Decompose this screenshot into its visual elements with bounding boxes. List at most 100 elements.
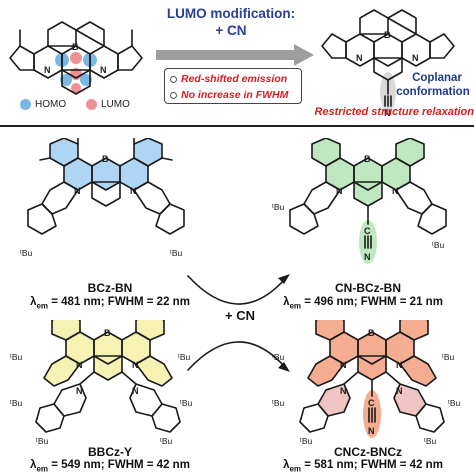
nitrogen-label: N [76, 386, 83, 396]
nitrogen-label: N [340, 386, 347, 396]
tbu-label: ᵗBu [272, 352, 285, 362]
lumo-lobe [71, 83, 81, 93]
tbu-label: ᵗBu [178, 352, 191, 362]
lambda-symbol: λ [30, 459, 37, 471]
nitrogen-label: N [74, 186, 81, 196]
effects-box: Red-shifted emission No increase in FWHM [164, 68, 302, 104]
carbon-label: C [364, 226, 371, 236]
tbu-label: ᵗBu [442, 352, 455, 362]
nitrogen-label: N [392, 186, 399, 196]
mol-name-bbcz-y: BBCz-Y [88, 445, 132, 459]
nitrogen-label: N [412, 53, 419, 63]
boron-label: B [102, 154, 109, 164]
lambda-subscript: em [289, 464, 302, 474]
modified-molecule: B N N N [321, 9, 455, 118]
tbu-label: ᵗBu [180, 398, 193, 408]
nitrogen-label: N [396, 386, 403, 396]
emission-values: = 549 nm; FWHM = 42 nm [48, 459, 190, 471]
mol-name-cn-bcz-bn: CN-BCz-BN [335, 281, 401, 295]
top-panel: B N N HOMO LUMO LUMO modification: + CN … [0, 0, 474, 124]
emission-values: = 496 nm; FWHM = 21 nm [301, 296, 443, 308]
bullet-text: Red-shifted emission [181, 73, 288, 85]
tbu-label: ᵗBu [424, 436, 437, 446]
mol-data-cn-bcz-bn: λem = 496 nm; FWHM = 21 nm [252, 296, 474, 310]
tbu-label: ᵗBu [272, 202, 285, 212]
nitrogen-label: N [132, 386, 139, 396]
lambda-symbol: λ [283, 459, 290, 471]
lambda-subscript: em [36, 464, 49, 474]
ring-fills [312, 138, 424, 206]
lumo-lobe [70, 52, 82, 64]
start-bonds [9, 21, 143, 95]
bullet-row: Red-shifted emission [170, 71, 296, 87]
lumo-legend-label: LUMO [101, 98, 130, 110]
nitrogen-label: N [356, 53, 363, 63]
tbu-label: ᵗBu [36, 436, 49, 446]
molecule-bcz-bn: B N N ᵗBu ᵗBu [20, 138, 185, 258]
homo-swatch-icon [20, 98, 31, 110]
homo-legend: HOMO [20, 97, 66, 111]
mol-data-cncz-bncz: λem = 581 nm; FWHM = 42 nm [252, 459, 474, 473]
tbu-label: ᵗBu [20, 248, 33, 258]
nitrogen-label: N [364, 252, 371, 262]
mol-data-bbcz-y: λem = 549 nm; FWHM = 42 nm [0, 459, 220, 473]
reaction-arrows [187, 274, 290, 372]
nitrogen-label: N [368, 426, 375, 436]
homo-legend-label: HOMO [35, 98, 67, 110]
emission-values: = 581 nm; FWHM = 42 nm [301, 459, 443, 471]
tbu-label: ᵗBu [10, 352, 23, 362]
nitrogen-label: N [130, 186, 137, 196]
arrow-subtitle: + CN [215, 23, 247, 38]
restricted-relaxation: Restricted structure relaxation [314, 106, 474, 118]
tbu-label: ᵗBu [432, 240, 445, 250]
homo-lobe [60, 74, 72, 86]
nitrogen-label: N [340, 360, 347, 370]
tbu-label: ᵗBu [448, 398, 461, 408]
nitrogen-label: N [132, 360, 139, 370]
bullet-row: No increase in FWHM [170, 87, 296, 103]
mol-name-bcz-bn: BCz-BN [87, 281, 133, 295]
boron-label: B [72, 42, 79, 52]
boron-label: B [104, 328, 111, 338]
molecule-cn-bcz-bn: B N N C N ᵗBu ᵗBu [272, 138, 447, 264]
lumo-swatch-icon [86, 98, 97, 110]
molecule-cncz-bncz: B N N N N C N ᵗBu ᵗBu ᵗBu ᵗBu ᵗBu ᵗBu [272, 320, 461, 446]
modified-bonds [321, 9, 455, 107]
nitrogen-label: N [384, 108, 391, 118]
bbcz-y-bonds [35, 320, 181, 433]
tbu-label: ᵗBu [160, 436, 173, 446]
tbu-label: ᵗBu [170, 248, 183, 258]
start-molecule: B N N [9, 21, 143, 95]
lambda-symbol: λ [283, 296, 290, 308]
mol-data-bcz-bn: λem = 481 nm; FWHM = 22 nm [0, 296, 220, 310]
tbu-label: ᵗBu [10, 398, 23, 408]
lumo-legend: LUMO [86, 97, 130, 111]
coplanar-label-2: conformation [396, 86, 470, 98]
modification-arrow [156, 44, 314, 66]
carbon-label: C [368, 398, 375, 408]
boron-label: B [364, 154, 371, 164]
nitrogen-label: N [396, 360, 403, 370]
nitrogen-label: N [100, 65, 107, 75]
cn-addition-label: + CN [225, 308, 255, 323]
molecule-bbcz-y: B N N N N ᵗBu ᵗBu ᵗBu ᵗBu ᵗBu ᵗBu [10, 320, 193, 446]
cncz-bncz-bonds [299, 320, 445, 433]
bullet-icon [170, 91, 177, 99]
lambda-subscript: em [36, 301, 49, 311]
emission-values: = 481 nm; FWHM = 22 nm [48, 296, 190, 308]
coplanar-label-1: Coplanar [412, 72, 462, 84]
bullet-text: No increase in FWHM [181, 89, 289, 101]
boron-label: B [384, 30, 391, 40]
bcz-bn-bonds [27, 138, 185, 235]
arrow-title: LUMO modification: [166, 6, 296, 21]
tbu-label: ᵗBu [300, 436, 313, 446]
bullet-icon [170, 75, 177, 83]
lambda-symbol: λ [30, 296, 37, 308]
pink-fills [318, 384, 426, 416]
tbu-label: ᵗBu [272, 398, 285, 408]
nitrogen-label: N [44, 65, 51, 75]
nitrogen-label: N [336, 186, 343, 196]
lambda-subscript: em [289, 301, 302, 311]
cn-bcz-bn-bonds [289, 138, 447, 249]
boron-label: B [368, 328, 375, 338]
